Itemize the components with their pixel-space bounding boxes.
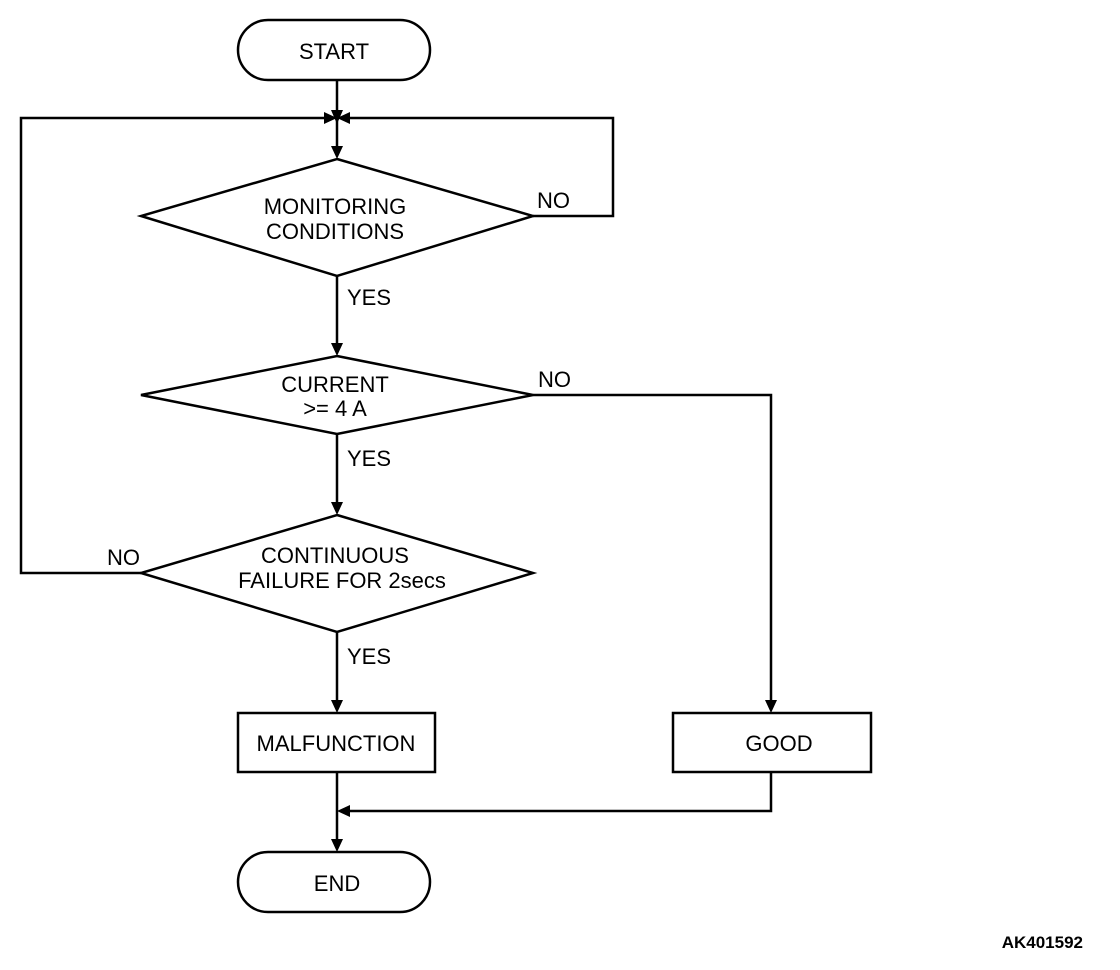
yes-label-continuous: YES: [347, 644, 391, 669]
monitoring-line1: MONITORING: [264, 194, 407, 219]
no-label-current: NO: [538, 367, 571, 392]
good-box: [671, 711, 873, 774]
current-line2: >= 4 A: [303, 396, 367, 421]
yes-label-monitoring: YES: [347, 285, 391, 310]
arrow-loop-right: [337, 112, 350, 124]
end-terminal: [236, 850, 432, 914]
end-label: END: [314, 871, 360, 896]
connector-loop-right: [348, 116, 615, 218]
arrow-start-down: [331, 110, 343, 124]
start-label: START: [299, 39, 369, 64]
reference-code: AK401592: [1002, 933, 1083, 952]
monitoring-line2: CONDITIONS: [266, 219, 404, 244]
arrow-to-malfunction: [331, 700, 343, 713]
arrow-to-monitoring: [331, 146, 343, 159]
start-terminal: [236, 18, 432, 82]
continuous-line1: CONTINUOUS: [261, 543, 409, 568]
no-label-continuous: NO: [107, 545, 140, 570]
current-line1: CURRENT: [281, 372, 389, 397]
continuous-line2: FAILURE FOR 2secs: [238, 568, 446, 593]
malfunction-label: MALFUNCTION: [257, 731, 416, 756]
connector-no-current: [533, 393, 773, 700]
malfunction-box: [236, 711, 437, 774]
arrow-loop-left: [324, 112, 337, 124]
yes-label-current: YES: [347, 446, 391, 471]
arrow-to-good: [765, 700, 777, 713]
arrow-yes-2: [331, 502, 343, 515]
connector-good-end: [350, 772, 773, 813]
arrow-to-end: [331, 839, 343, 852]
connector-loop-left: [19, 116, 326, 575]
good-label: GOOD: [745, 731, 812, 756]
no-label-monitoring: NO: [537, 188, 570, 213]
arrow-yes-1: [331, 343, 343, 356]
arrow-good-merge: [337, 805, 350, 817]
